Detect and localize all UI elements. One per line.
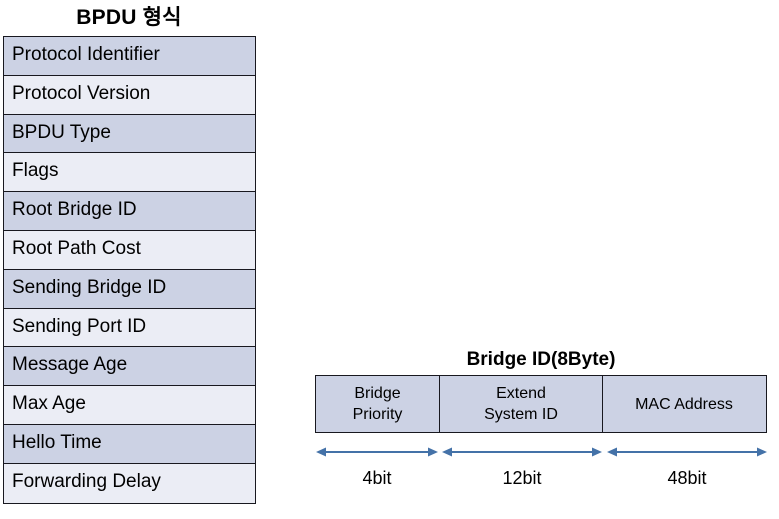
table-row: Max Age bbox=[4, 386, 255, 425]
table-row: Root Bridge ID bbox=[4, 192, 255, 231]
table-row: Message Age bbox=[4, 347, 255, 387]
bridge-id-cell-line2: System ID bbox=[484, 406, 558, 423]
table-row: BPDU Type bbox=[4, 114, 255, 154]
bit-measure-bridge-priority: 4bit bbox=[316, 443, 438, 493]
table-row: Sending Port ID bbox=[4, 308, 255, 348]
table-row: Forwarding Delay bbox=[4, 463, 255, 503]
table-row: Protocol Identifier bbox=[4, 37, 255, 76]
bridge-id-cell-line1: Bridge bbox=[354, 385, 401, 402]
bit-label: 4bit bbox=[362, 468, 392, 488]
bit-measure-extend-system-id: 12bit bbox=[442, 443, 602, 493]
bit-label: 48bit bbox=[667, 468, 707, 488]
bridge-id-cell-extend-system-id: Extend System ID bbox=[440, 376, 603, 432]
bpdu-format-section: BPDU 형식 Protocol Identifier Protocol Ver… bbox=[3, 0, 256, 504]
double-arrow-icon bbox=[316, 447, 438, 457]
bit-width-measures: 4bit 12bit 48bit bbox=[315, 443, 767, 503]
bridge-id-cell-bridge-priority: Bridge Priority bbox=[316, 376, 440, 432]
bpdu-field-table: Protocol Identifier Protocol Version BPD… bbox=[3, 36, 256, 504]
bridge-id-cell-line1: Extend bbox=[496, 385, 546, 402]
bridge-id-cell-line2: Priority bbox=[352, 406, 403, 423]
bpdu-title: BPDU 형식 bbox=[76, 6, 182, 29]
bridge-id-field-boxes: Bridge Priority Extend System ID MAC Add… bbox=[315, 375, 767, 433]
bridge-id-title: Bridge ID(8Byte) bbox=[466, 349, 616, 370]
bridge-id-cell-mac-address: MAC Address bbox=[603, 376, 765, 432]
bridge-id-section: Bridge ID(8Byte) Bridge Priority Extend … bbox=[315, 345, 767, 503]
bridge-id-cell-line1: MAC Address bbox=[635, 395, 733, 413]
double-arrow-icon bbox=[607, 447, 767, 457]
table-row: Flags bbox=[4, 153, 255, 193]
table-row: Root Path Cost bbox=[4, 230, 255, 270]
bit-label: 12bit bbox=[502, 468, 542, 488]
double-arrow-icon bbox=[442, 447, 602, 457]
table-row: Protocol Version bbox=[4, 75, 255, 115]
table-row: Sending Bridge ID bbox=[4, 269, 255, 309]
table-row: Hello Time bbox=[4, 424, 255, 464]
bit-measure-mac-address: 48bit bbox=[607, 443, 767, 493]
